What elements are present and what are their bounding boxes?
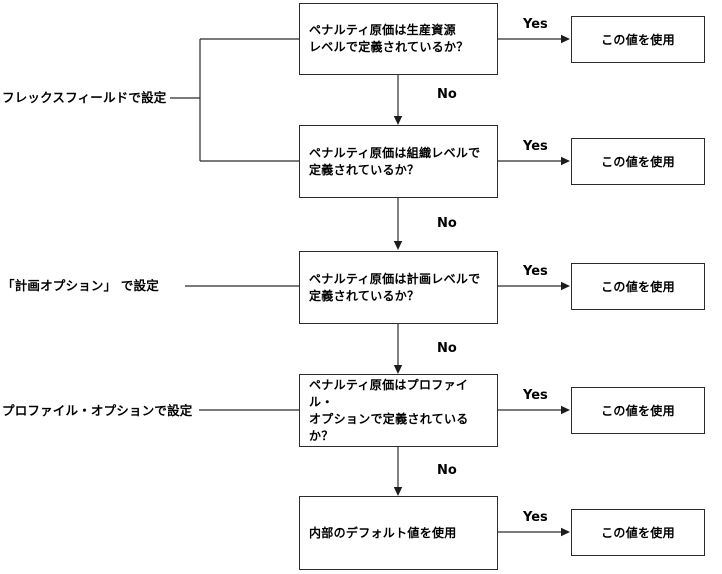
result-label: この値を使用 [601,33,675,47]
decision-box-resource-level: ペナルティ原価は生産資源 レベルで定義されているか？ [299,3,498,75]
decision-question: ペナルティ原価は生産資源 レベルで定義されているか？ [309,23,469,54]
yes-label-3: Yes [523,264,548,279]
result-box-3: この値を使用 [571,263,705,310]
decision-box-org-level: ペナルティ原価は組織レベルで 定義されているか？ [299,125,498,198]
source-label-plan-options: 「計画オプション」 で設定 [2,278,159,293]
default-value-box: 内部のデフォルト値を使用 [299,496,498,570]
yes-label-5: Yes [523,510,548,525]
source-label-profile-option: プロファイル・オプションで設定 [2,403,193,418]
arrowhead-yes-2 [561,156,570,166]
arrowhead-yes-1 [561,34,570,44]
result-box-2: この値を使用 [571,138,705,185]
result-box-4: この値を使用 [571,387,705,434]
no-label-1: No [437,87,457,102]
decision-question: ペナルティ原価はプロファイル・ オプションで定義されているか？ [309,377,469,443]
yes-label-4: Yes [523,388,548,403]
decision-question: ペナルティ原価は計画レベルで 定義されているか？ [309,271,481,303]
no-label-4: No [437,463,457,478]
yes-label-2: Yes [523,139,548,154]
decision-box-profile-option: ペナルティ原価はプロファイル・ オプションで定義されているか？ [299,374,498,447]
decision-question: 内部のデフォルト値を使用 [309,525,457,540]
arrowhead-no-4 [393,487,403,496]
arrowhead-yes-4 [561,405,570,415]
arrowhead-yes-3 [561,281,570,291]
yes-label-1: Yes [523,17,548,32]
arrowhead-no-2 [393,241,403,250]
result-label: この値を使用 [601,526,675,540]
result-label: この値を使用 [601,280,675,294]
no-label-2: No [437,216,457,231]
result-label: この値を使用 [601,404,675,418]
source-label-flexfield: フレックスフィールドで設定 [2,90,167,105]
result-label: この値を使用 [601,155,675,169]
arrowhead-no-3 [393,365,403,374]
arrowhead-no-1 [393,116,403,125]
decision-question: ペナルティ原価は組織レベルで 定義されているか？ [309,145,481,177]
result-box-5: この値を使用 [571,509,705,556]
arrowhead-yes-5 [561,527,570,537]
decision-box-plan-level: ペナルティ原価は計画レベルで 定義されているか？ [299,251,498,324]
no-label-3: No [437,341,457,356]
result-box-1: この値を使用 [571,16,705,63]
